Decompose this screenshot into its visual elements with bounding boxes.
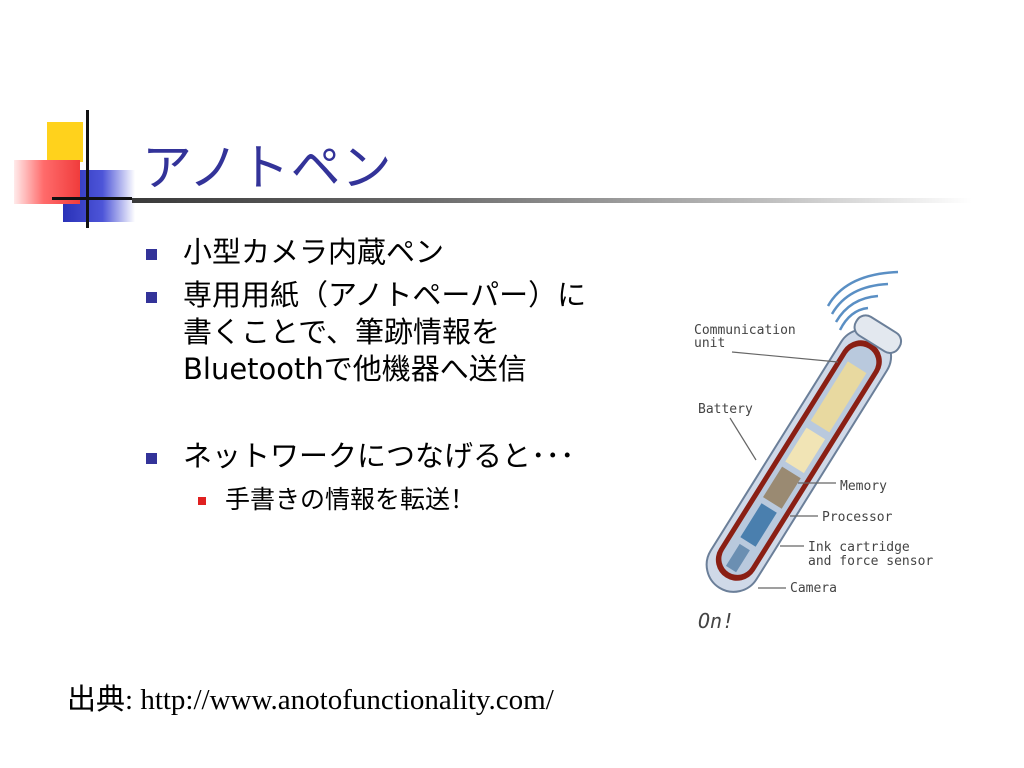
anoto-pen-illustration: Communication unit Battery Memory Proces… [694, 270, 933, 633]
slide-title: アノトペン [142, 139, 393, 197]
source-label: 出典 [67, 684, 126, 716]
bullet-item: ネットワークにつなげると･･･ [142, 438, 612, 475]
communication-unit-label: unit [694, 336, 725, 351]
bullet-text: 専用用紙（アノトペーパー）に書くことで、筆跡情報をBluetoothで他機器へ送… [183, 278, 587, 386]
logo-text: On! [698, 609, 734, 633]
small-square-bullet-icon [198, 497, 206, 505]
square-bullet-icon [146, 249, 157, 260]
sub-bullet-text: 手書きの情報を転送！ [225, 485, 476, 514]
wireless-signal-icon [826, 270, 899, 331]
bullet-item: 小型カメラ内蔵ペン [142, 234, 612, 271]
source-citation: 出典: http://www.anotofunctionality.com/ [67, 676, 554, 718]
camera-label: Camera [790, 581, 837, 596]
bullet-text: ネットワークにつなげると･･･ [183, 439, 575, 473]
bullet-text: 小型カメラ内蔵ペン [183, 235, 445, 269]
bullet-list: 小型カメラ内蔵ペン 専用用紙（アノトペーパー）に書くことで、筆跡情報をBluet… [142, 234, 612, 517]
title-underline [132, 198, 972, 203]
processor-label: Processor [822, 510, 893, 525]
vertical-line-decoration [86, 110, 89, 228]
bullet-item: 専用用紙（アノトペーパー）に書くことで、筆跡情報をBluetoothで他機器へ送… [142, 277, 612, 388]
horizontal-line-decoration [52, 197, 132, 200]
yellow-square-decoration [47, 122, 83, 162]
sub-bullet-item: 手書きの情報を転送！ [184, 483, 612, 517]
square-bullet-icon [146, 292, 157, 303]
force-sensor-label: and force sensor [808, 554, 933, 569]
red-square-decoration [14, 160, 80, 204]
source-url: : http://www.anotofunctionality.com/ [125, 684, 554, 716]
communication-label: Communication [694, 323, 796, 338]
memory-label: Memory [840, 479, 887, 494]
battery-label: Battery [698, 402, 753, 417]
pen-body [705, 314, 903, 593]
ink-cartridge-label: Ink cartridge [808, 540, 910, 555]
square-bullet-icon [146, 453, 157, 464]
